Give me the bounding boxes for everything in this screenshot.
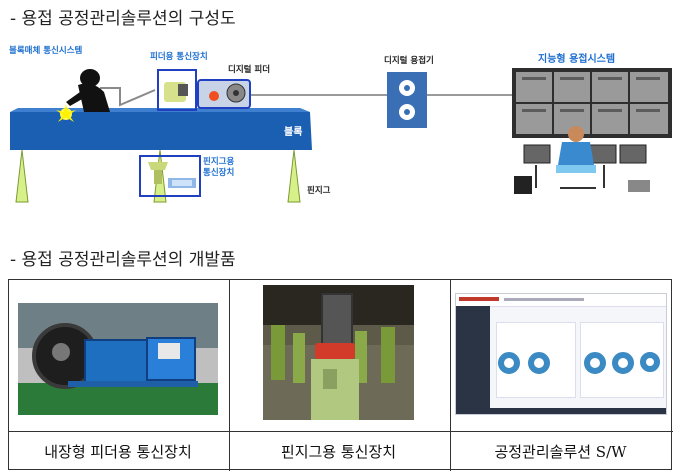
caption-product-1: 내장형 피더용 통신장치 xyxy=(44,443,192,461)
support-cone xyxy=(287,149,301,203)
block-beam xyxy=(10,112,312,150)
label-block: 블록 xyxy=(284,127,303,138)
photo-feeder-comm xyxy=(18,303,218,415)
photo-jig-comm xyxy=(263,285,414,420)
label-digital-feeder: 디지털 피더 xyxy=(228,65,271,75)
caption-product-3: 공정관리솔루션 S/W xyxy=(494,443,627,461)
label-feeder-comm: 피더용 통신장치 xyxy=(150,52,208,62)
heading-diagram: - 용접 공정관리솔루션의 구성도 xyxy=(10,9,236,29)
caption-product-2: 핀지그용 통신장치 xyxy=(280,443,397,461)
label-digital-welder: 디지털 용접기 xyxy=(384,56,434,66)
heading-products: - 용접 공정관리솔루션의 개발품 xyxy=(10,250,236,270)
feeder-comm-box xyxy=(157,69,197,111)
photo-software xyxy=(455,293,667,415)
torch-cable xyxy=(100,87,156,107)
label-block-system: 블록매체 통신시스템 xyxy=(9,46,83,56)
label-smart-welding-system: 지능형 용접시스템 xyxy=(538,54,616,65)
welder-figure xyxy=(66,69,110,112)
weld-spark-icon xyxy=(56,104,76,122)
label-jig: 핀지그 xyxy=(307,186,331,196)
diagram-area: 블록매체 통신시스템 피더용 통신장치 디지털 피더 디지털 용접기 지능형 용… xyxy=(0,30,680,215)
control-room xyxy=(512,68,672,194)
label-jig-comm: 핀지그용 통신장치 xyxy=(203,157,235,178)
support-cone xyxy=(15,149,29,203)
diagram-svg xyxy=(10,68,672,203)
jig-comm-box xyxy=(139,155,201,197)
